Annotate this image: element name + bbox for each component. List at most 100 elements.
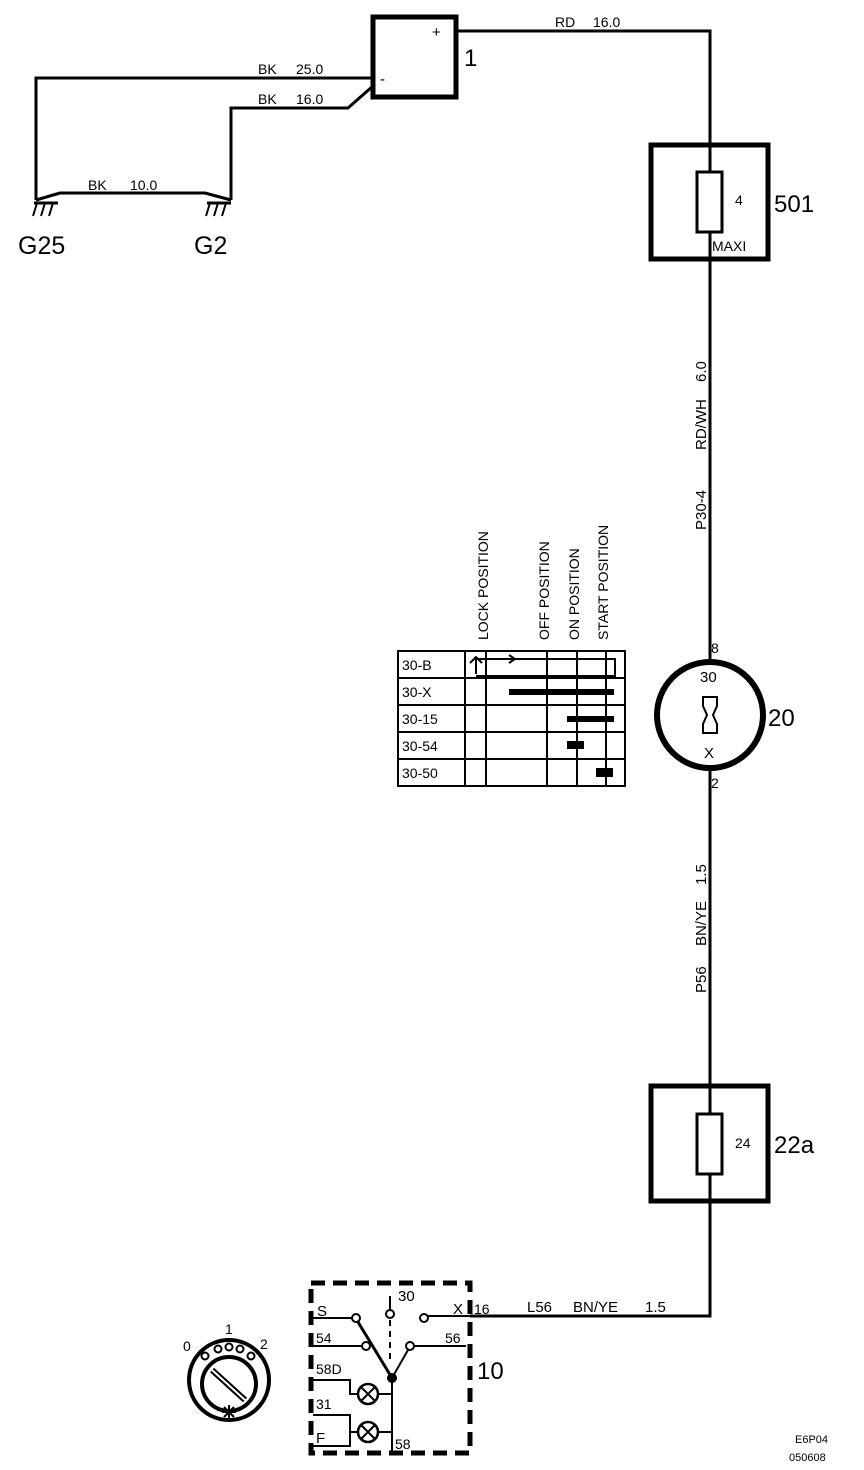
knob-sun-icon xyxy=(222,1405,236,1419)
light-switch-housing xyxy=(308,1280,473,1456)
light-switch-f-lead xyxy=(313,1432,351,1447)
switch-col-start: START POSITION xyxy=(595,525,611,640)
ground-g2-tick xyxy=(221,202,227,217)
battery-box xyxy=(370,14,459,100)
light-switch-pin-16: 16 xyxy=(474,1301,490,1317)
wire-bk-10-color: BK xyxy=(88,177,107,193)
light-switch-term-56: 56 xyxy=(445,1330,461,1346)
ground-g25-tick xyxy=(40,202,46,217)
knob-position-dot xyxy=(224,1342,234,1352)
lamp-58d-cross xyxy=(360,1386,376,1402)
drawing-code-date: 050608 xyxy=(789,1452,826,1464)
ground-g2[interactable]: G2 xyxy=(194,201,231,260)
ground-g2-tick xyxy=(205,202,211,217)
wire-l56-line xyxy=(470,1201,712,1318)
light-switch-s-contact xyxy=(351,1313,361,1323)
switch-row-label: 30-54 xyxy=(402,738,438,754)
wire-rd-16-size: 16.0 xyxy=(593,14,620,30)
switch-col-off: OFF POSITION xyxy=(536,541,552,640)
light-switch-term-x: X xyxy=(453,1301,463,1318)
wire-p30-4-circuit: P30-4 xyxy=(693,490,710,530)
wire-bk-25[interactable]: BK 25.0 xyxy=(34,61,373,200)
ground-g25-label: G25 xyxy=(18,232,65,260)
switch-position-table: LOCK POSITION OFF POSITION ON POSITION S… xyxy=(397,525,626,787)
switch-row-30b-chevron xyxy=(508,654,517,664)
light-switch-term-f: F xyxy=(316,1430,325,1447)
wire-bk-25-color: BK xyxy=(258,61,277,77)
switch-row-label: 30-50 xyxy=(402,765,438,781)
light-switch-term-30: 30 xyxy=(398,1288,415,1305)
wire-bk-16-line xyxy=(229,84,374,200)
wire-bk-10[interactable]: BK 10.0 xyxy=(35,177,232,202)
ground-g25[interactable]: G25 xyxy=(18,201,65,260)
wire-p56-text: P56 BN/YE 1.5 xyxy=(693,864,710,993)
fuse-501-number: 4 xyxy=(735,192,743,208)
knob-sun-ray xyxy=(223,1406,235,1418)
light-switch-term-s: S xyxy=(317,1303,327,1320)
wire-rd-16[interactable]: RD 16.0 xyxy=(456,14,712,145)
light-switch-blade xyxy=(356,1321,394,1379)
switch-row-30b-contact xyxy=(469,654,616,677)
ground-g25-tick xyxy=(32,202,38,217)
drawing-code: E6P04 050608 xyxy=(789,1434,828,1464)
fuse-501-type: MAXI xyxy=(712,238,746,254)
light-switch-term-31: 31 xyxy=(316,1396,332,1412)
fuse-22a-number: 24 xyxy=(735,1135,751,1151)
wire-bk-16-size: 16.0 xyxy=(296,91,323,107)
ignition-switch-id: 20 xyxy=(768,705,795,732)
wire-bk-10-line xyxy=(35,191,232,202)
battery-id-label: 1 xyxy=(464,45,477,72)
lamp-31-cross xyxy=(360,1424,376,1440)
wire-bk-16[interactable]: BK 16.0 xyxy=(229,84,374,200)
drawing-code-id: E6P04 xyxy=(795,1434,828,1446)
switch-row-30x-bar xyxy=(509,689,614,695)
light-switch-term-58d: 58D xyxy=(316,1361,342,1377)
light-switch[interactable]: 10 S 30 X 16 54 56 58D 31 F 58 xyxy=(308,1280,504,1456)
wire-rd-16-line xyxy=(456,29,712,145)
wire-p30-4[interactable]: P30-4 RD/WH 6.0 xyxy=(693,259,712,670)
light-switch-56-contact xyxy=(405,1341,415,1351)
ignition-term-bottom: X xyxy=(704,745,714,762)
ground-g25-tick xyxy=(48,202,54,217)
wire-bk-25-line xyxy=(34,76,373,200)
light-switch-id: 10 xyxy=(477,1358,504,1385)
ignition-contact-icon xyxy=(702,696,718,734)
switch-row-3015-bar xyxy=(567,716,614,722)
switch-row-3054-bar xyxy=(567,741,584,749)
knob-position-dot xyxy=(213,1344,223,1354)
wire-p30-4-color: RD/WH xyxy=(693,399,710,450)
wire-l56-circuit: L56 xyxy=(527,1299,552,1316)
wire-rd-16-color: RD xyxy=(555,14,575,30)
fuse-22a-id: 22a xyxy=(774,1132,815,1159)
wire-bk-10-size: 10.0 xyxy=(130,177,157,193)
wire-l56-size: 1.5 xyxy=(645,1299,666,1316)
light-switch-30-contact xyxy=(385,1309,395,1319)
switch-row-30b-bracket xyxy=(476,658,616,677)
light-switch-58d-lead xyxy=(313,1379,358,1395)
wire-p56-circuit: P56 xyxy=(693,966,710,993)
light-switch-31-lead xyxy=(313,1414,358,1433)
switch-col-lock: LOCK POSITION xyxy=(475,531,491,640)
knob-grip-highlight xyxy=(211,1369,246,1401)
light-switch-blade-right xyxy=(391,1349,409,1379)
wire-p56[interactable]: P56 BN/YE 1.5 xyxy=(693,768,712,1086)
fuse-22a[interactable]: 24 22a xyxy=(648,1083,815,1204)
light-switch-x-contact xyxy=(419,1313,429,1323)
ignition-switch[interactable]: 8 30 X 2 20 xyxy=(654,640,795,791)
knob-position-dot xyxy=(235,1344,245,1354)
fuse-22a-element xyxy=(695,1112,724,1176)
wire-l56[interactable]: L56 BN/YE 1.5 xyxy=(470,1201,712,1318)
ignition-pin-bottom: 2 xyxy=(711,775,719,791)
battery[interactable]: + - 1 xyxy=(370,14,477,100)
ignition-term-top: 30 xyxy=(700,669,717,686)
fuse-501[interactable]: 4 MAXI 501 xyxy=(648,142,814,262)
wire-p30-4-size: 6.0 xyxy=(693,361,710,382)
switch-row-label: 30-B xyxy=(402,657,432,673)
light-switch-term-58: 58 xyxy=(395,1436,411,1452)
fuse-501-id: 501 xyxy=(774,191,814,218)
wire-p56-color: BN/YE xyxy=(693,901,710,946)
light-switch-knob[interactable]: 0 1 2 xyxy=(183,1321,271,1422)
knob-pos-0: 0 xyxy=(183,1338,191,1354)
switch-row-3050-bar xyxy=(596,768,613,777)
